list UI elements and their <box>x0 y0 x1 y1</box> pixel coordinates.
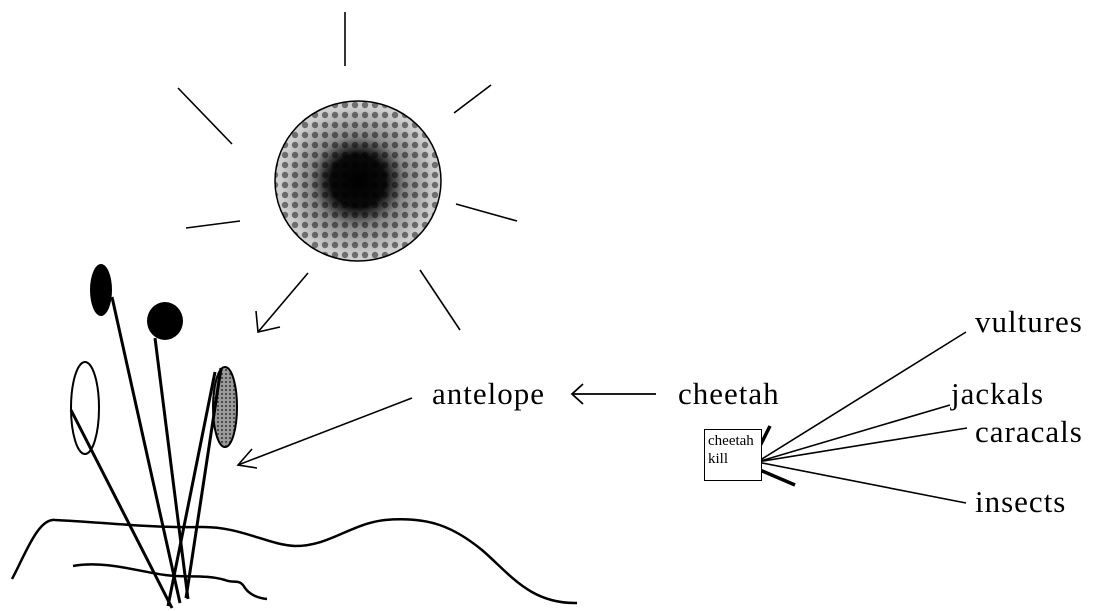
cheetah-to-antelope-arrow <box>572 384 656 404</box>
antelope-to-plants-arrow <box>238 398 412 468</box>
ground-lines <box>12 519 577 603</box>
label-caracals: caracals <box>975 416 1083 447</box>
label-cheetah: cheetah <box>678 378 780 409</box>
label-antelope: antelope <box>432 378 545 409</box>
sun-icon <box>275 101 441 261</box>
cheetah-kill-box: cheetah kill <box>704 429 762 481</box>
cheetah-kill-line1: cheetah <box>708 432 761 450</box>
label-insects: insects <box>975 486 1066 517</box>
plants-icon <box>71 264 237 608</box>
sun-to-plants-arrow <box>256 273 308 332</box>
label-jackals: jackals <box>951 378 1044 409</box>
scavenger-lines <box>757 332 967 503</box>
cheetah-kill-line2: kill <box>708 450 761 468</box>
label-vultures: vultures <box>975 306 1083 337</box>
